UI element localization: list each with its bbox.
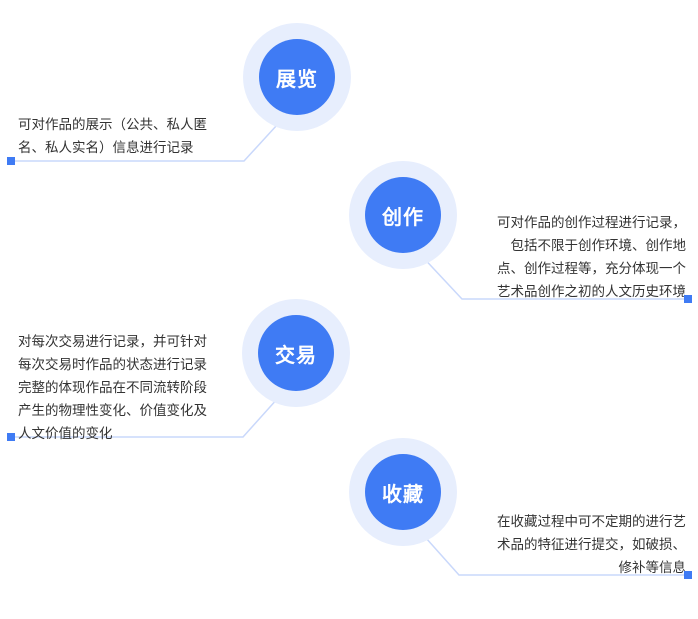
- description-line: 可对作品的创作过程进行记录，: [497, 215, 686, 231]
- endpoint-dot-exhibition: [7, 157, 15, 165]
- description-creation: 可对作品的创作过程进行记录， 包括不限于创作环境、创作地 点、创作过程等，充分体…: [497, 212, 686, 304]
- connector-exhibition: [12, 112, 289, 162]
- node-trade: 交易: [242, 299, 350, 407]
- node-exhibition-label: 展览: [259, 39, 335, 115]
- description-line: 产生的物理性变化、价值变化及: [18, 403, 207, 419]
- node-creation: 创作: [349, 161, 457, 269]
- endpoint-dot-trade: [7, 433, 15, 441]
- description-line: 每次交易时作品的状态进行记录: [18, 357, 207, 373]
- description-line: 点、创作过程等，充分体现一个: [497, 261, 686, 277]
- connector-creation: [417, 251, 690, 300]
- description-line: 修补等信息: [618, 560, 687, 576]
- description-line: 包括不限于创作环境、创作地: [510, 238, 687, 254]
- description-line: 名、私人实名）信息进行记录: [18, 140, 194, 156]
- description-exhibition: 可对作品的展示（公共、私人匿 名、私人实名）信息进行记录: [18, 114, 207, 160]
- connector-trade: [12, 387, 288, 438]
- description-line: 术品的特征进行提交，如破损、: [497, 537, 686, 553]
- description-line: 对每次交易进行记录，并可针对: [18, 334, 207, 350]
- node-collection-label: 收藏: [365, 454, 441, 530]
- description-line: 可对作品的展示（公共、私人匿: [18, 117, 207, 133]
- description-trade: 对每次交易进行记录，并可针对 每次交易时作品的状态进行记录 完整的体现作品在不同…: [18, 331, 207, 446]
- description-line: 完整的体现作品在不同流转阶段: [18, 380, 207, 396]
- node-creation-label: 创作: [365, 177, 441, 253]
- endpoint-dot-collection: [684, 571, 692, 579]
- description-line: 人文价值的变化: [18, 426, 113, 442]
- node-collection: 收藏: [349, 438, 457, 546]
- connector-collection: [416, 527, 690, 576]
- description-line: 在收藏过程中可不定期的进行艺: [497, 514, 686, 530]
- description-collection: 在收藏过程中可不定期的进行艺 术品的特征进行提交，如破损、 修补等信息: [497, 511, 686, 580]
- endpoint-dot-creation: [684, 295, 692, 303]
- node-trade-label: 交易: [258, 315, 334, 391]
- description-line: 艺术品创作之初的人文历史环境: [497, 284, 686, 300]
- node-exhibition: 展览: [243, 23, 351, 131]
